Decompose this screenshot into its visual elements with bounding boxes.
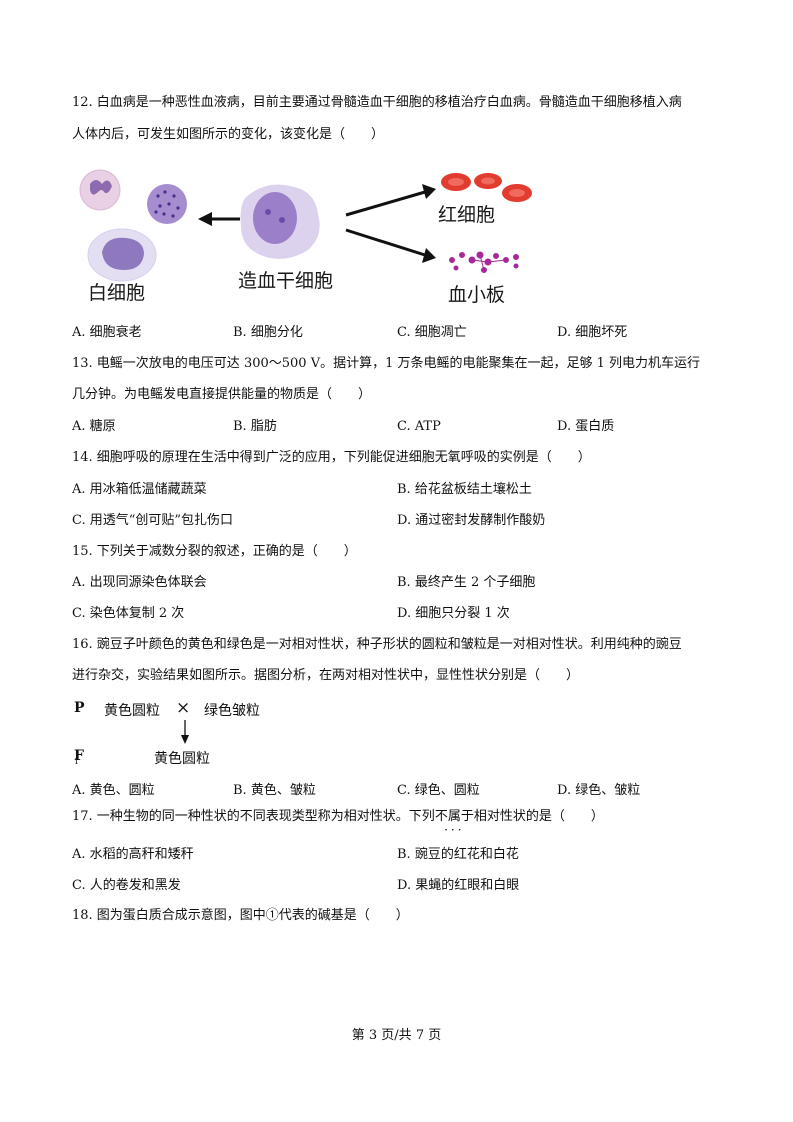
platelet-label: 血小板: [448, 284, 506, 306]
q16-option-d: D. 绿色、皱粒: [557, 783, 641, 798]
q12-option-c: C. 细胞凋亡: [397, 325, 467, 340]
q17-option-a: A. 水稻的高秆和矮秆: [72, 847, 194, 862]
page-number-footer: 第 3 页/共 7 页: [351, 1028, 442, 1043]
q17-stem-post: 相对性状的是（ ）: [473, 809, 604, 824]
q12-stem-line1: 12. 白血病是一种恶性血液病，目前主要通过骨髓造血干细胞的移植治疗白血病。骨髓…: [72, 95, 682, 110]
f1-label-letter: F: [74, 748, 84, 764]
q16-stem-line1: 16. 豌豆子叶颜色的黄色和绿色是一对相对性状，种子形状的圆粒和皱粒是一对相对性…: [72, 637, 682, 652]
q16-option-b: B. 黄色、皱粒: [233, 783, 316, 798]
q14-option-b: B. 给花盆板结土壤松土: [397, 482, 532, 497]
q17-emphasis-not-belong: 不属于: [435, 808, 474, 839]
q14-option-d: D. 通过密封发酵制作酸奶: [397, 513, 546, 528]
q12-option-b: B. 细胞分化: [233, 325, 303, 340]
q15-option-c: C. 染色体复制 2 次: [72, 606, 185, 621]
stem-cell-label: 造血干细胞: [238, 270, 334, 292]
q16-stem-line2: 进行杂交，实验结果如图所示。据图分析，在两对相对性状中，显性性状分别是（ ）: [72, 668, 580, 683]
f1-label-subscript: 1: [74, 756, 80, 766]
q17-option-c: C. 人的卷发和黑发: [72, 878, 181, 893]
white-blood-cell-label: 白细胞: [88, 282, 146, 304]
q15-option-b: B. 最终产生 2 个子细胞: [397, 575, 536, 590]
q14-option-c: C. 用透气“创可贴”包扎伤口: [72, 513, 234, 528]
parent1-phenotype: 黄色圆粒: [104, 703, 160, 719]
q14-option-a: A. 用冰箱低温储藏蔬菜: [72, 482, 207, 497]
q12-stem-line2: 人体内后，可发生如图所示的变化，该变化是（ ）: [72, 127, 385, 142]
q14-stem-line1: 14. 细胞呼吸的原理在生活中得到广泛的应用，下列能促进细胞无氧呼吸的实例是（ …: [72, 450, 591, 465]
q12-option-d: D. 细胞坏死: [557, 325, 628, 340]
q12-option-a: A. 细胞衰老: [72, 325, 142, 340]
cross-symbol: ×: [176, 698, 191, 718]
q16-option-a: A. 黄色、圆粒: [72, 783, 155, 798]
q15-stem-line1: 15. 下列关于减数分裂的叙述，正确的是（ ）: [72, 544, 357, 559]
f1-phenotype: 黄色圆粒: [154, 751, 210, 767]
q15-option-a: A. 出现同源染色体联会: [72, 575, 207, 590]
q17-option-b: B. 豌豆的红花和白花: [397, 847, 519, 862]
red-blood-cell-label: 红细胞: [438, 204, 496, 226]
parent2-phenotype: 绿色皱粒: [204, 703, 260, 719]
q13-option-c: C. ATP: [397, 419, 441, 434]
q16-option-c: C. 绿色、圆粒: [397, 783, 480, 798]
blood-cell-differentiation-figure: 白细胞 造血干细胞 红细胞 血小板: [70, 160, 540, 312]
parent-generation-label: P: [74, 700, 85, 716]
q17-stem-pre: 17. 一种生物的同一种性状的不同表现类型称为相对性状。下列: [72, 809, 435, 824]
q13-option-d: D. 蛋白质: [557, 419, 615, 434]
q13-option-b: B. 脂肪: [233, 419, 277, 434]
q13-stem-line2: 几分钟。为电鳐发电直接提供能量的物质是（ ）: [72, 387, 372, 402]
q13-stem-line1: 13. 电鳐一次放电的电压可达 300～500 V。据计算，1 万条电鳐的电能聚…: [72, 356, 701, 371]
q17-stem-line1: 17. 一种生物的同一种性状的不同表现类型称为相对性状。下列不属于相对性状的是（…: [72, 808, 604, 839]
q15-option-d: D. 细胞只分裂 1 次: [397, 606, 510, 621]
cell-diagram-icon: [79, 169, 532, 282]
q17-option-d: D. 果蝇的红眼和白眼: [397, 878, 520, 893]
q13-option-a: A. 糖原: [72, 419, 116, 434]
q18-stem-line1: 18. 图为蛋白质合成示意图，图中①代表的碱基是（ ）: [72, 908, 409, 923]
down-arrow-icon: [181, 720, 189, 744]
